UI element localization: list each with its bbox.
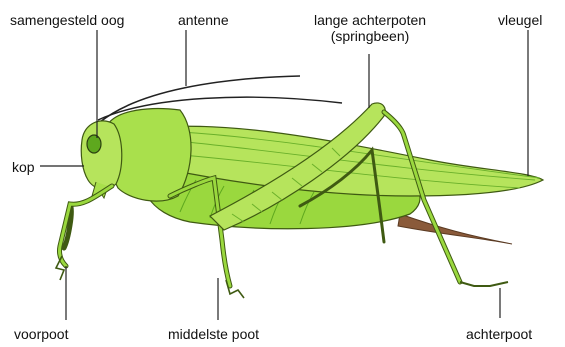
compound-eye (87, 135, 101, 153)
label-hind-leg: achterpoot (466, 326, 532, 342)
head (81, 121, 122, 189)
label-front-leg: voorpoot (14, 326, 68, 342)
ovipositor (398, 214, 512, 244)
label-antenna: antenne (178, 12, 229, 28)
label-head: kop (12, 159, 35, 175)
label-compound-eye: samengesteld oog (10, 12, 124, 28)
label-long-hind-legs: lange achterpoten (springbeen) (300, 12, 440, 44)
label-long-hind-legs-line2: (springbeen) (300, 28, 440, 44)
label-middle-leg: middelste poot (168, 326, 259, 342)
hind-foot (460, 282, 508, 286)
label-long-hind-legs-line1: lange achterpoten (300, 12, 440, 28)
label-wing: vleugel (498, 12, 542, 28)
